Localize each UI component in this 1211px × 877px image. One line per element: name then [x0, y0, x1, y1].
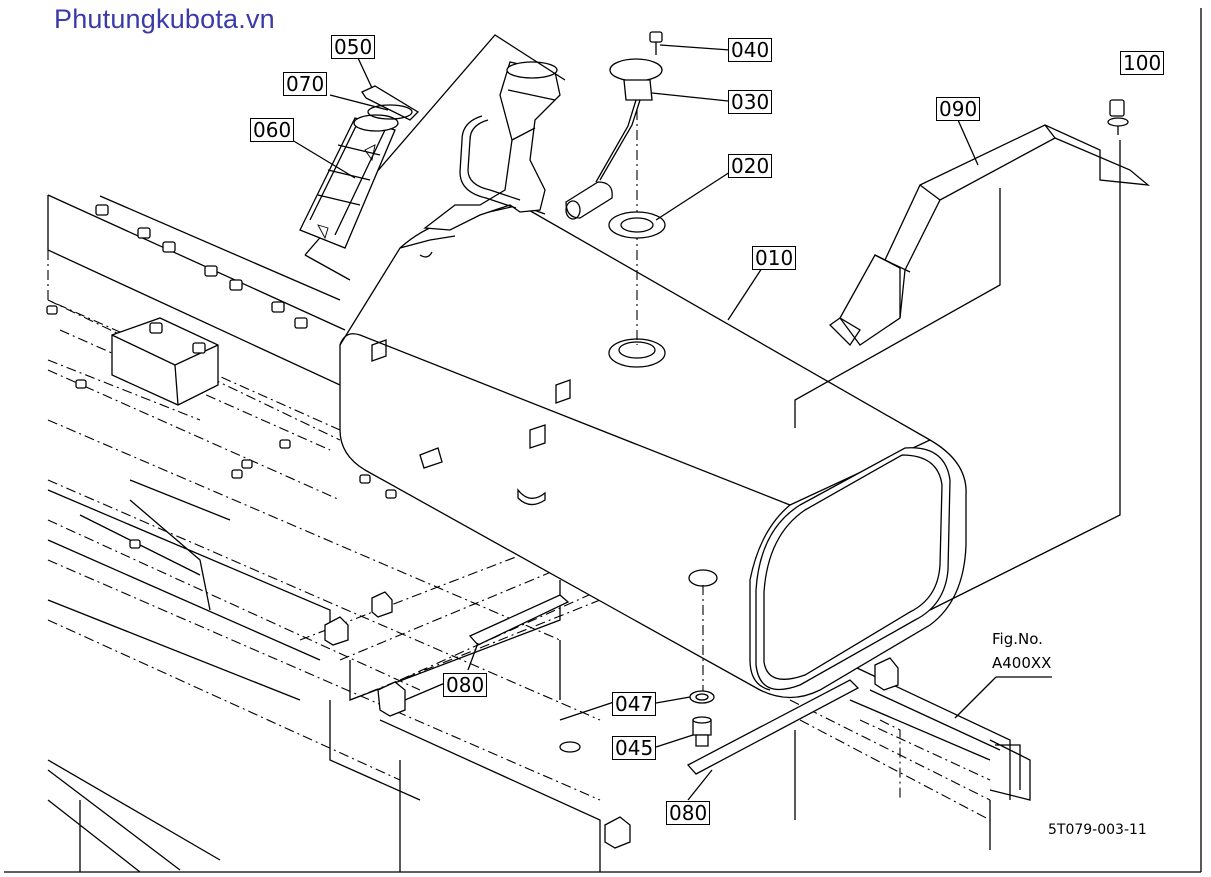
callout-060: 060 [250, 118, 295, 142]
callout-030: 030 [728, 90, 773, 114]
drain-plug-group [689, 690, 715, 747]
fuel-tank [339, 61, 967, 699]
chassis-frame [47, 194, 1031, 873]
callout-045: 045 [612, 736, 657, 760]
leader-040 [659, 44, 731, 51]
frame-clamps [324, 591, 899, 849]
leader-lines [291, 44, 1052, 801]
drawing-number: 5T079-003-11 [1048, 822, 1147, 838]
callout-100: 100 [1120, 51, 1165, 75]
leader-fig [954, 676, 997, 719]
leader-050 [357, 57, 373, 89]
leader-080b [687, 769, 713, 801]
callout-010: 010 [752, 246, 797, 270]
filler-cap [361, 85, 420, 121]
mounting-bolt [929, 99, 1129, 611]
fig-ref-label: Fig.No. [992, 630, 1043, 648]
callout-090: 090 [936, 97, 981, 121]
leader-090 [957, 119, 979, 166]
tank-strap-bracket [794, 124, 1151, 428]
rubber-strips [468, 594, 860, 775]
leader-047 [655, 696, 691, 704]
leader-080a [404, 682, 446, 701]
filler-strainer [299, 114, 399, 249]
fig-ref-number: A400XX [992, 654, 1052, 672]
frame-bolts [46, 204, 397, 549]
callout-050: 050 [331, 35, 376, 59]
leader-060 [291, 139, 356, 179]
leader-080a-strip [467, 642, 479, 671]
callout-047: 047 [612, 692, 657, 716]
callout-080-bottom: 080 [666, 801, 711, 825]
leader-030 [651, 92, 729, 102]
fuel-sender-unit [565, 58, 663, 345]
callout-080-left: 080 [443, 673, 488, 697]
callout-040: 040 [728, 38, 773, 62]
left-support-bracket [111, 317, 219, 406]
leader-045 [655, 734, 694, 748]
callout-070: 070 [283, 72, 328, 96]
sender-screw [649, 31, 663, 55]
callout-020: 020 [728, 154, 773, 178]
sender-gasket [608, 211, 666, 239]
leader-010 [727, 267, 763, 321]
leader-020 [655, 171, 731, 221]
site-watermark: Phutungkubota.vn [54, 4, 275, 34]
leader-070 [329, 94, 389, 111]
